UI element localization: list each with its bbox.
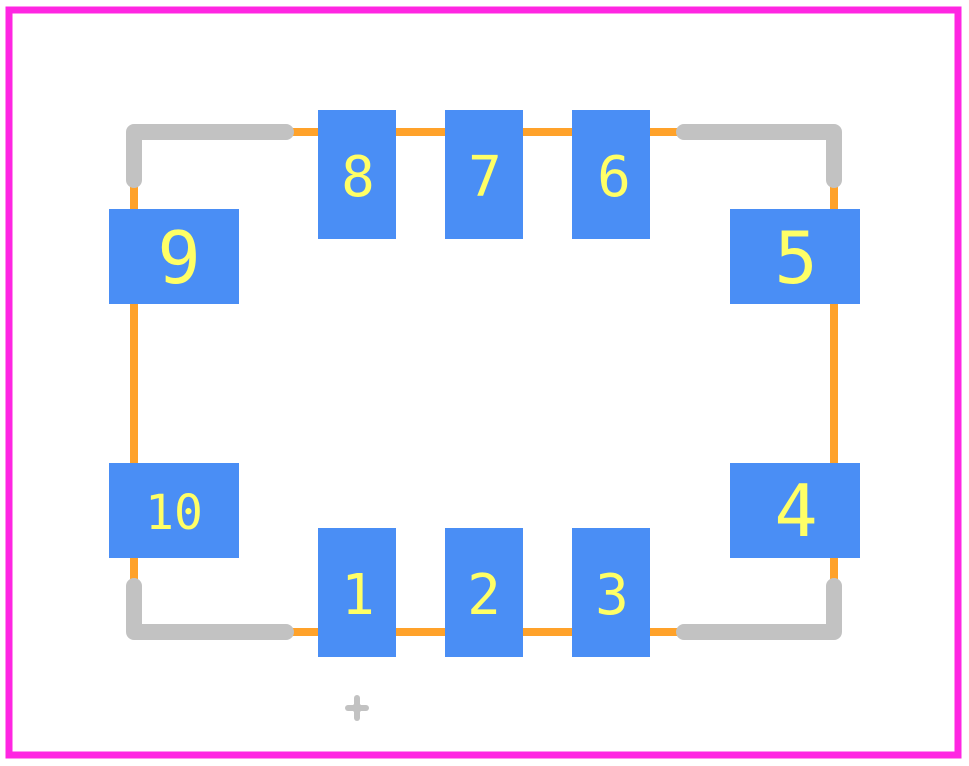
pad-labels: 1 2 3 4 5 6 7 8 9 10 — [145, 145, 818, 628]
pad-9[interactable] — [109, 209, 239, 304]
pad-2[interactable] — [445, 528, 523, 657]
pads — [109, 110, 860, 657]
pad-2-label: 2 — [467, 563, 501, 628]
silkscreen-corner-top-right — [676, 124, 842, 188]
silkscreen-corner-bottom-left — [126, 578, 294, 640]
pad-5[interactable] — [730, 209, 860, 304]
silkscreen-corner-bottom-right — [676, 578, 842, 640]
pad-5-label: 5 — [774, 216, 817, 300]
origin-cross-icon — [345, 695, 369, 721]
pad-4[interactable] — [730, 463, 860, 558]
pad-10[interactable] — [109, 463, 239, 558]
pad-6-label: 6 — [597, 145, 631, 210]
pad-8-label: 8 — [341, 145, 375, 210]
pad-1-label: 1 — [341, 563, 375, 628]
silkscreen-corner-top-left — [126, 124, 294, 188]
silkscreen-outline — [126, 124, 842, 640]
pad-9-label: 9 — [157, 216, 200, 300]
pad-6[interactable] — [572, 110, 650, 239]
courtyard-outline — [5, 6, 962, 759]
pad-10-label: 10 — [145, 485, 203, 541]
pad-3-label: 3 — [595, 563, 629, 628]
pad-1[interactable] — [318, 528, 396, 657]
pad-7-label: 7 — [468, 145, 502, 210]
pad-8[interactable] — [318, 110, 396, 239]
pad-4-label: 4 — [774, 469, 817, 553]
pad-7[interactable] — [445, 110, 523, 239]
pad-3[interactable] — [572, 528, 650, 657]
